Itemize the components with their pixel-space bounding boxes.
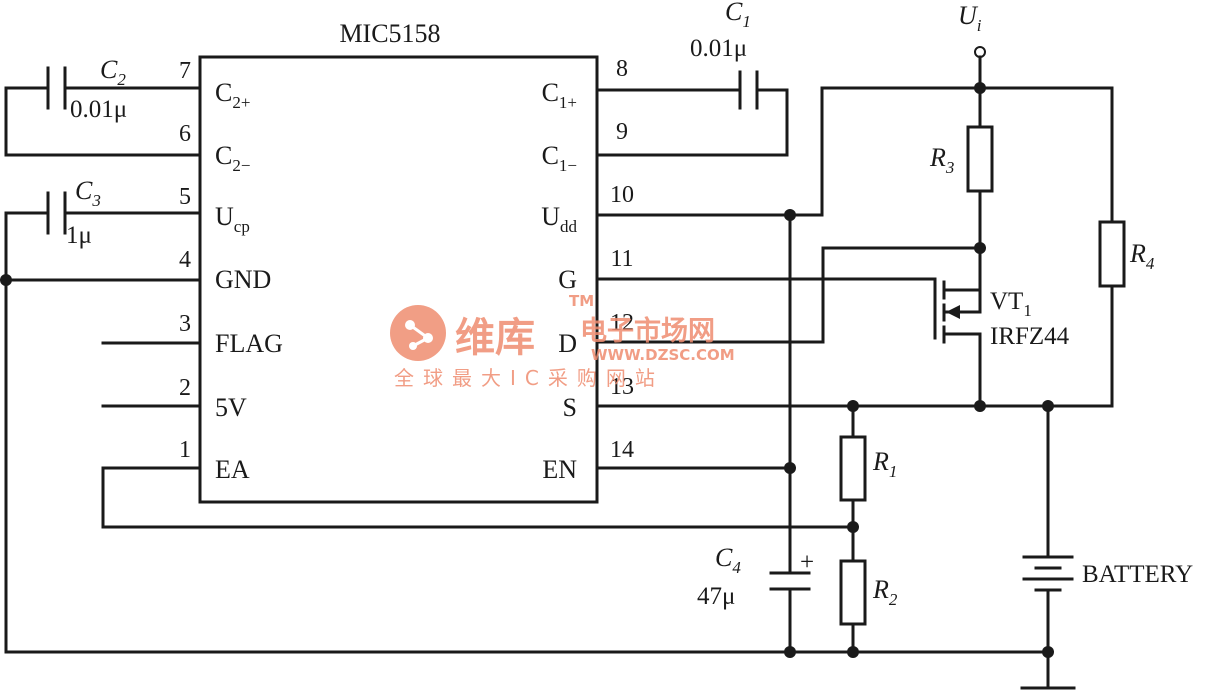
gnd-junction xyxy=(0,274,12,286)
r3-label: R3 xyxy=(929,143,954,177)
pin-14-label: EN xyxy=(542,455,577,484)
pin-3-label: FLAG xyxy=(215,329,283,358)
pin-12-number: 12 xyxy=(610,310,634,336)
drain-junction xyxy=(974,242,986,254)
dzsc-watermark: 维库 TM 电子市场网 WWW.DZSC.COM 全球最大IC采购网站 xyxy=(390,292,735,390)
pin-5-label: Ucp xyxy=(215,202,250,236)
c2-wiring xyxy=(4,66,202,157)
pin-9-label: C1− xyxy=(542,141,577,175)
pin-6-label: C2− xyxy=(215,141,250,175)
r2-ground-junction xyxy=(847,646,859,658)
pin-14-number: 14 xyxy=(610,437,634,463)
c4-polarity: + xyxy=(800,549,814,576)
c4-ground-junction xyxy=(784,646,796,658)
watermark-slogan: 全球最大IC采购网站 xyxy=(394,366,664,390)
r3-body xyxy=(966,125,994,193)
watermark-site-name: 电子市场网 xyxy=(580,315,715,347)
pin-6-number: 6 xyxy=(179,121,191,147)
pin-13-label: S xyxy=(563,393,577,422)
c1-label: C1 xyxy=(725,0,751,31)
pin-9-number: 9 xyxy=(616,119,628,145)
pin-11-label: G xyxy=(558,265,577,294)
battery-symbol xyxy=(1020,404,1076,690)
c1-value: 0.01μ xyxy=(690,35,747,62)
pin-4-number: 4 xyxy=(179,247,191,273)
r1-top-junction xyxy=(847,400,859,412)
r2-label: R2 xyxy=(872,575,898,609)
pin-1-label: EA xyxy=(215,455,250,484)
right-pin-numbers: 8 9 10 11 12 13 14 xyxy=(610,56,634,463)
c4-label: C4 xyxy=(715,543,741,577)
ea-feedback-wire xyxy=(101,466,855,529)
ground-bus xyxy=(4,278,1050,654)
pin-1-number: 1 xyxy=(179,437,191,463)
c1-wiring xyxy=(595,70,789,157)
pin-10-label: Udd xyxy=(541,202,577,236)
pin-3-number: 3 xyxy=(179,311,191,337)
c3-wiring xyxy=(4,191,202,282)
pin-5-number: 5 xyxy=(179,184,191,210)
c3-label: C3 xyxy=(75,176,101,210)
r4-body xyxy=(1098,220,1126,288)
drain-sense-wire xyxy=(595,246,982,344)
battery-ground-junction xyxy=(1042,646,1054,658)
r2-body xyxy=(839,559,867,626)
watermark-url: WWW.DZSC.COM xyxy=(591,346,735,364)
r4-label: R4 xyxy=(1129,239,1155,273)
mosfet-arrow xyxy=(946,305,960,319)
chip-name: MIC5158 xyxy=(339,19,440,48)
pin-4-label: GND xyxy=(215,265,271,294)
pin-2-number: 2 xyxy=(179,375,191,401)
left-pin-numbers: 7 6 5 4 3 2 1 xyxy=(179,58,191,463)
left-pin-labels: C2+ C2− Ucp GND FLAG 5V EA xyxy=(215,78,283,484)
udd-wire xyxy=(595,86,1114,224)
pin-11-number: 11 xyxy=(610,246,633,272)
c2-value: 0.01μ xyxy=(70,96,127,123)
r1-label: R1 xyxy=(872,447,897,481)
divider-junction xyxy=(847,521,859,533)
vt1-label: VT1 xyxy=(990,288,1032,320)
pin-12-label: D xyxy=(558,329,577,358)
pin-10-number: 10 xyxy=(610,182,634,208)
c2-label: C2 xyxy=(100,55,126,89)
pin-8-label: C1+ xyxy=(542,78,577,112)
c3-value: 1μ xyxy=(66,222,92,249)
ui-junction xyxy=(974,82,986,94)
mosfet-source-junction xyxy=(974,400,986,412)
right-pin-labels: C1+ C1− Udd G D S EN xyxy=(541,78,577,484)
c4-value: 47μ xyxy=(697,583,735,610)
watermark-tm: TM xyxy=(569,292,594,310)
pin-8-number: 8 xyxy=(616,56,628,82)
watermark-brand: 维库 xyxy=(455,315,535,361)
pin-13-number: 13 xyxy=(610,374,634,400)
ui-label: Ui xyxy=(958,1,982,35)
battery-top-junction xyxy=(1042,400,1054,412)
mosfet-vt1 xyxy=(933,280,982,408)
vt1-part: IRFZ44 xyxy=(990,323,1070,350)
pin-7-label: C2+ xyxy=(215,78,250,112)
r1-body xyxy=(839,435,867,502)
watermark-logo-icon xyxy=(390,305,446,361)
pin-2-label: 5V xyxy=(215,393,247,422)
pin-7-number: 7 xyxy=(179,58,191,84)
battery-label: BATTERY xyxy=(1082,561,1193,588)
